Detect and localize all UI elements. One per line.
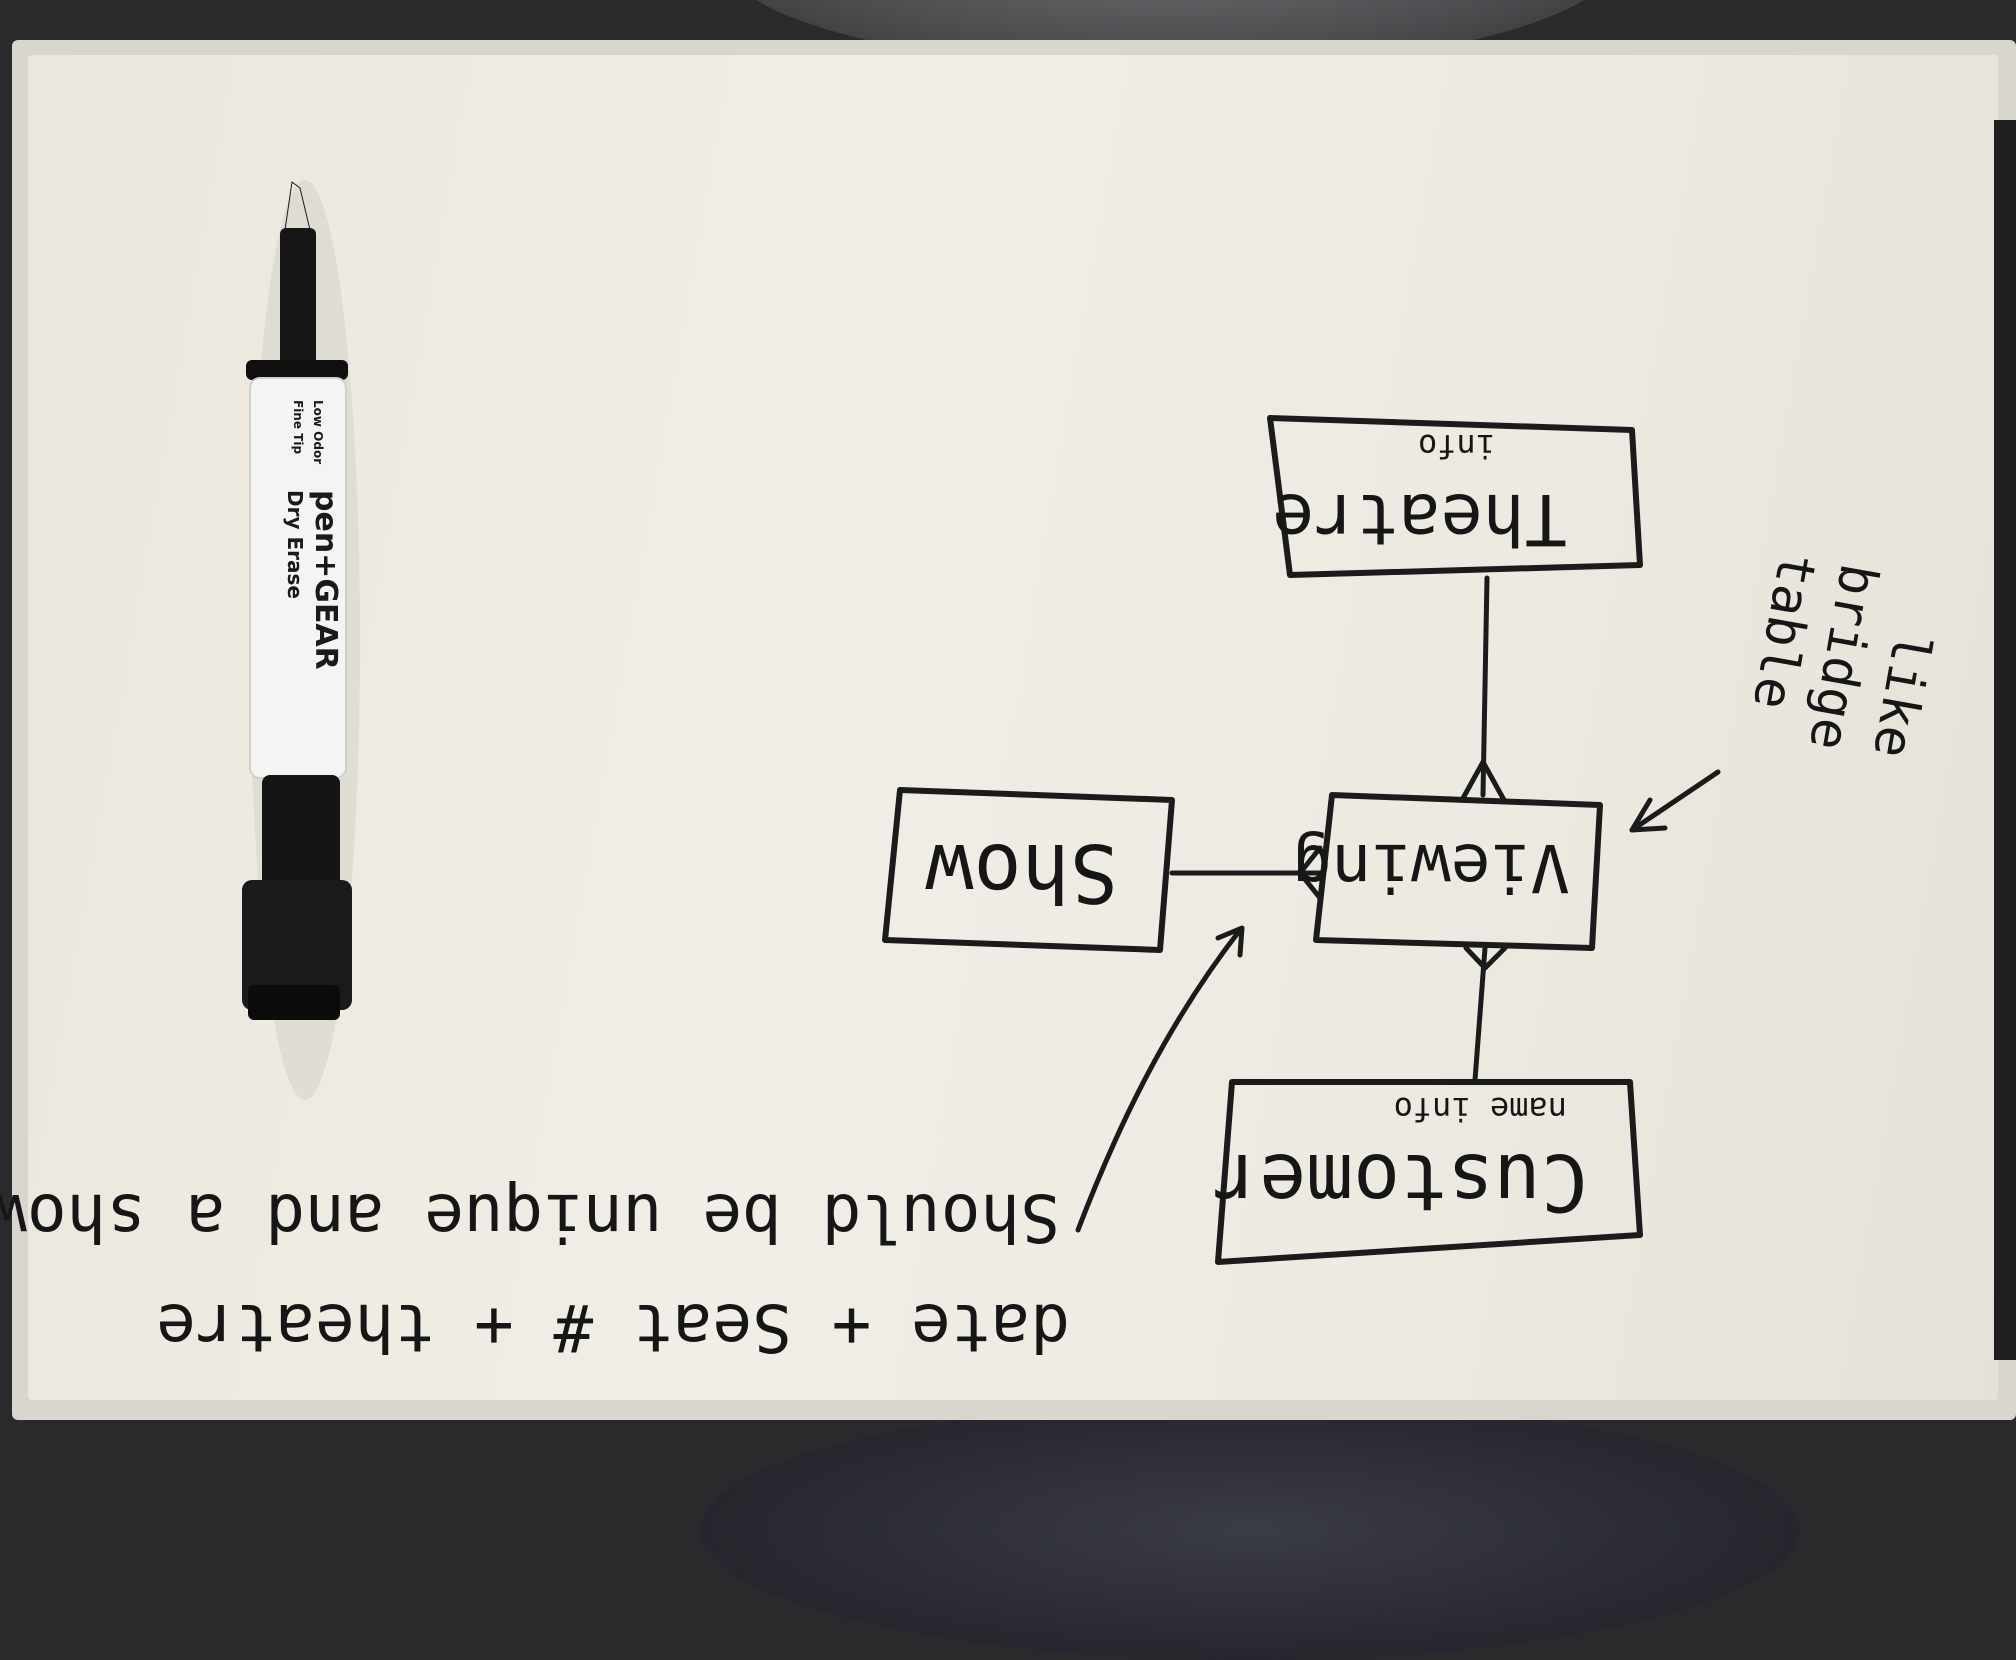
whiteboard-edge [1994, 120, 2016, 1360]
marker-feature-1: Low Odor [311, 400, 325, 464]
customer-sub-label: name info [1394, 1090, 1567, 1128]
show-box [882, 787, 1175, 953]
side-note-arrow [1629, 769, 1721, 833]
marker-brand: pen+GEAR [308, 490, 343, 670]
marker-nib-holder [280, 228, 316, 378]
show-label: Show [925, 826, 1118, 919]
crowfoot-bottom [1463, 945, 1508, 971]
bottom-note-arrow [1075, 927, 1243, 1233]
bottom-note-line-2: Should be unique and a show [0, 1179, 1060, 1256]
customer-label: Customer [1212, 1136, 1588, 1226]
viewing-label: Viewing [1292, 829, 1570, 906]
theatre-label: Theatre [1272, 478, 1567, 560]
crowfoot-top [1459, 759, 1507, 803]
crowfoot-left [1297, 845, 1323, 901]
marker-eraser [248, 985, 340, 1020]
customer-box [1215, 1079, 1643, 1265]
diagram-text-layer: Theatre info Show Viewing Customer name … [0, 427, 1942, 1366]
bottom-note-line-1: date + Seat # + theatre [156, 1289, 1070, 1366]
marker-label-layer: pen+GEAR Dry Erase Low Odor Fine Tip [283, 400, 343, 670]
marker-type: Dry Erase [283, 490, 307, 599]
theatre-sub-label: info [1418, 427, 1495, 465]
marker-feature-2: Fine Tip [291, 400, 305, 454]
theatre-viewing-line [1480, 575, 1490, 798]
viewing-customer-line [1472, 945, 1488, 1083]
marker-layer [242, 181, 352, 1020]
marker-cap [262, 775, 340, 895]
diagram-layer [882, 415, 1721, 1265]
theatre-box [1267, 415, 1643, 578]
viewing-box [1313, 792, 1603, 951]
